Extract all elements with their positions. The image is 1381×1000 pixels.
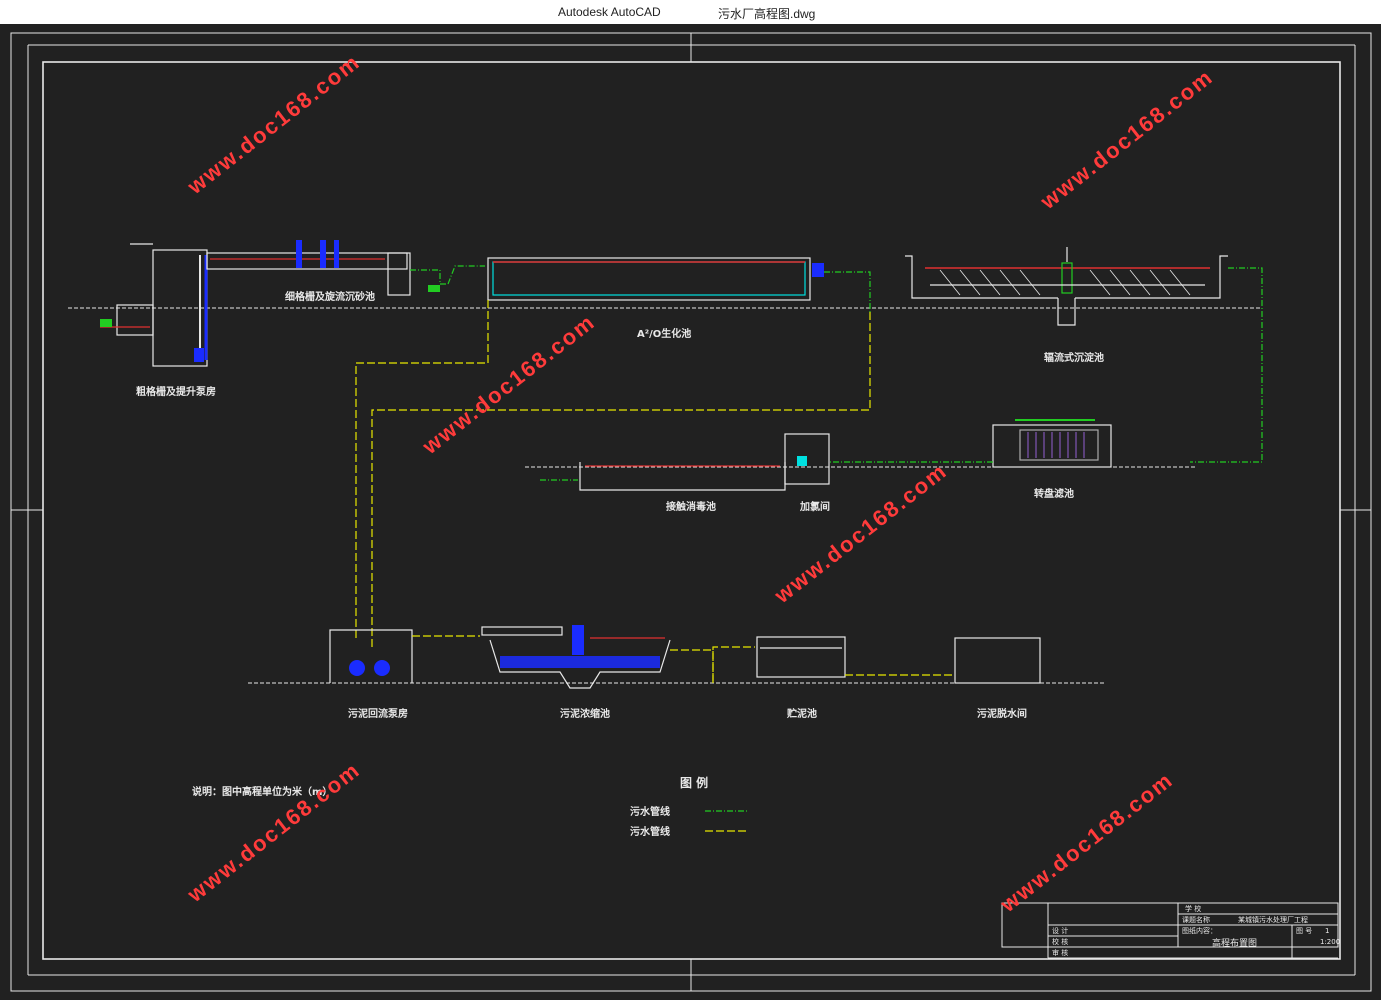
sludge-lines-lower [412,635,955,683]
disc-filter-structure[interactable] [992,419,1112,468]
label-sludge-pump: 污泥回流泵房 [348,707,408,720]
label-dosing-room: 加氯间 [799,500,830,513]
coarse-screen-pipe [100,255,208,362]
label-contact-tank: 接触消毒池 [666,500,716,513]
clarifier-structure[interactable] [905,247,1228,326]
label-disc-filter: 转盘滤池 [1034,487,1074,500]
sludge-lines-upper [355,300,871,650]
watermark-5: www.doc168.com [182,757,365,908]
fine-screen-equipment [296,240,339,268]
ground-lines [68,307,1262,684]
title-block[interactable] [1001,902,1339,959]
dewatering-structure[interactable] [954,637,1041,684]
tb-role-1: 设 计 [1052,926,1068,935]
label-bio-tank: A²/O生化池 [637,327,691,340]
thickener-structure[interactable] [481,626,671,689]
storage-structure[interactable] [756,636,846,678]
watermark-4: www.doc168.com [769,458,952,609]
dosing-room-structure[interactable] [784,433,830,485]
drawing-canvas[interactable]: 粗格栅及提升泵房 细格栅及旋流沉砂池 A²/O生化池 辐流式沉淀池 接触消毒池 … [0,24,1381,1000]
legend-title: 图 例 [680,775,708,790]
thickener-sludge [500,656,660,668]
label-coarse-screen: 粗格栅及提升泵房 [136,385,216,398]
coarse-screen-structure[interactable] [116,243,208,367]
label-storage: 贮泥池 [786,707,817,720]
label-thickener: 污泥浓缩池 [560,707,610,720]
bio-tank-structure[interactable] [447,257,871,312]
app-name: Autodesk AutoCAD [558,5,661,19]
tb-project-label: 课题名称 [1182,915,1210,924]
label-dewatering: 污泥脱水间 [977,707,1027,720]
watermark-6: www.doc168.com [995,767,1178,918]
tb-scale-value: 1:200 [1320,938,1340,946]
tb-school-label: 学 校 [1185,904,1201,913]
label-fine-screen: 细格栅及旋流沉砂池 [285,290,375,303]
thickener-drive [572,625,584,655]
file-name: 污水厂高程图.dwg [718,7,816,21]
tb-sheet-value: 1 [1325,927,1329,935]
cad-drawing[interactable]: 粗格栅及提升泵房 细格栅及旋流沉砂池 A²/O生化池 辐流式沉淀池 接触消毒池 … [0,24,1381,1000]
fine-screen-structure[interactable] [206,252,411,296]
disc-filter-discs [1027,432,1085,458]
watermark-3: www.doc168.com [417,309,600,460]
tb-sheet-label: 图 号 [1296,927,1312,935]
sludge-pump-1 [349,660,365,676]
watermark-1: www.doc168.com [182,49,365,200]
contact-tank-structure[interactable] [579,462,786,491]
legend-label-2: 污水管线 [630,825,670,838]
legend-label-1: 污水管线 [630,805,670,818]
watermark-2: www.doc168.com [1035,64,1218,215]
tb-content-value: 高程布置图 [1212,937,1257,949]
tb-role-3: 审 核 [1052,948,1068,957]
clarifier-truss [939,269,1191,296]
window-titlebar: Autodesk AutoCAD 污水厂高程图.dwg [0,0,1381,24]
sludge-pump-2 [374,660,390,676]
units-note: 说明：图中高程单位为米（m） [192,785,332,798]
sludge-pump-structure[interactable] [329,629,413,683]
tb-role-2: 校 核 [1052,937,1068,946]
label-clarifier: 辐流式沉淀池 [1044,351,1104,364]
tb-content-label: 图纸内容： [1182,926,1217,935]
tb-project-value: 某城镇污水处理厂工程 [1238,915,1308,924]
